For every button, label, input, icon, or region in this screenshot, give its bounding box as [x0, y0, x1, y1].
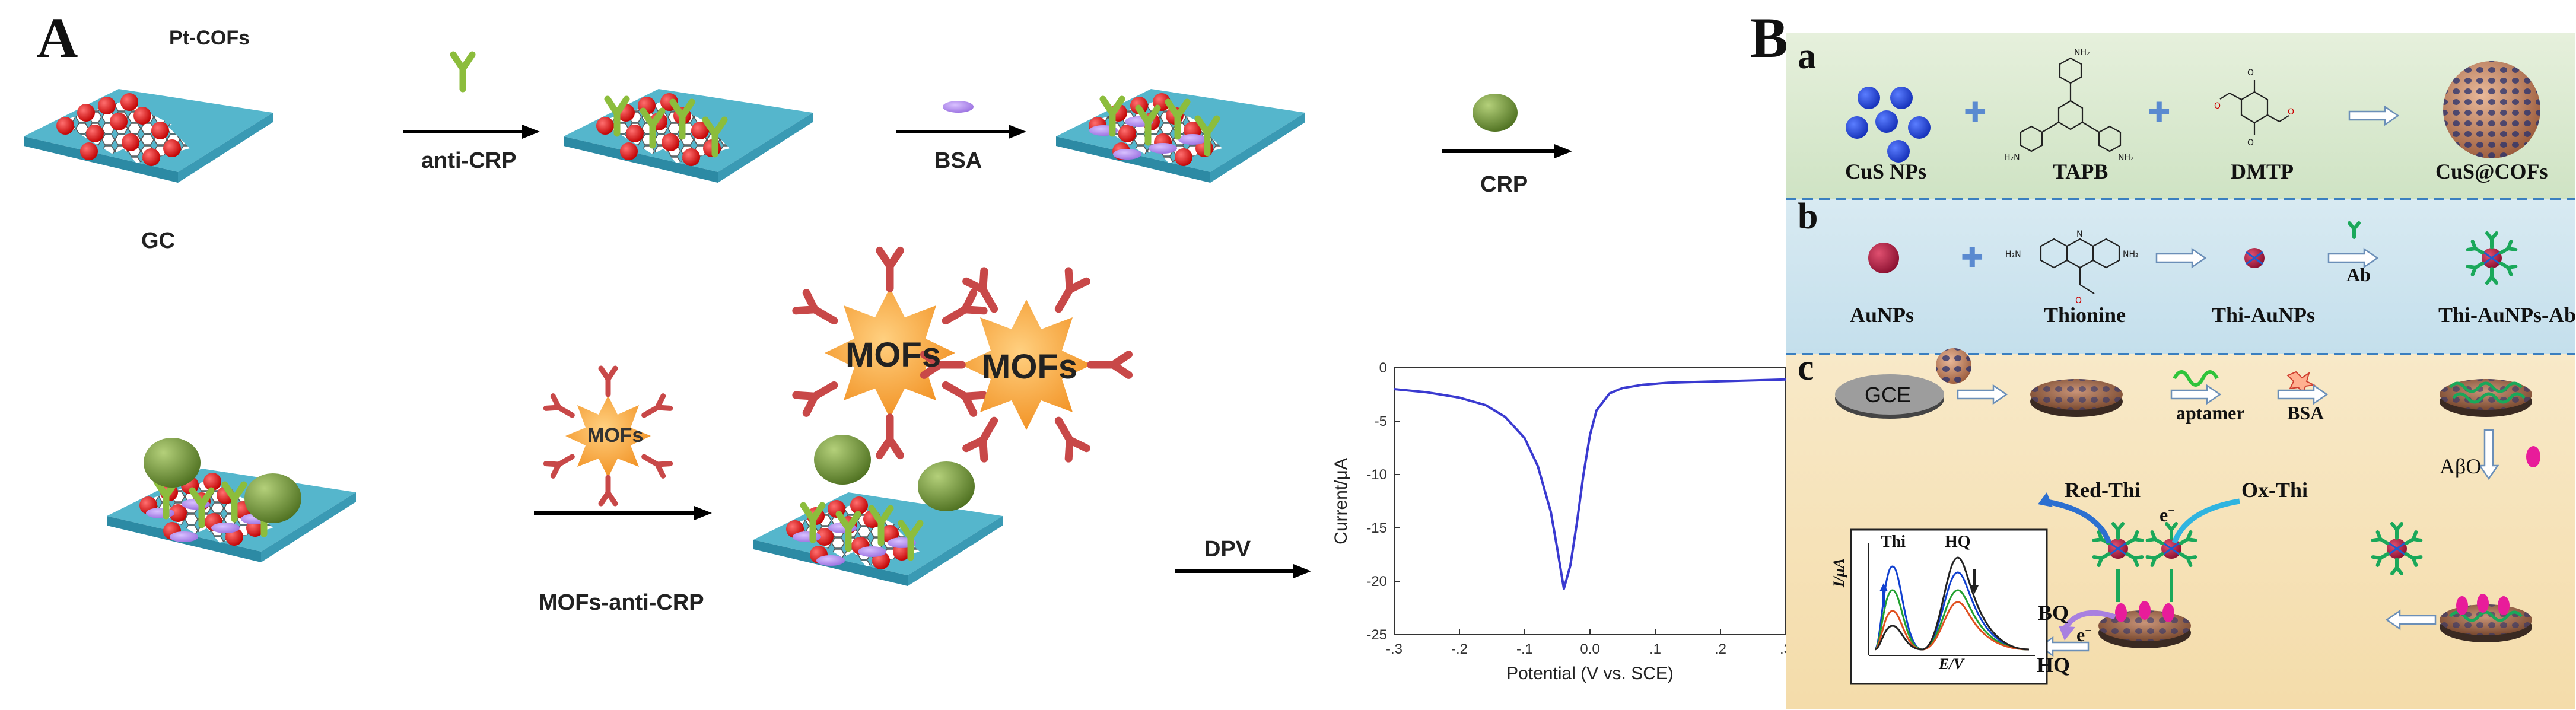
y-tick-label: -15 — [1366, 520, 1387, 536]
label-abo: AβO — [2440, 454, 2482, 478]
y-axis-label: Current/μA — [1331, 458, 1351, 545]
row-letter-b: b — [1798, 196, 1818, 237]
x-tick-label: .1 — [1649, 641, 1661, 657]
svg-text:O: O — [2247, 68, 2254, 78]
mof-large-text-2: MOFs — [982, 348, 1078, 386]
svg-text:O: O — [2247, 138, 2254, 148]
inset-ylabel: I/μA — [1830, 558, 1847, 587]
label-aptamer: aptamer — [2176, 402, 2245, 424]
label-hq: HQ — [2037, 653, 2071, 677]
label-gce: GCE — [1865, 383, 1912, 407]
arrow-label-anti-crp: anti-CRP — [421, 148, 517, 173]
label-ab: Ab — [2346, 264, 2371, 285]
label-e-minus-bottom: e− — [2076, 624, 2092, 645]
x-tick-label: 0.0 — [1580, 641, 1599, 657]
svg-text:H₂N: H₂N — [2004, 153, 2020, 163]
svg-text:O: O — [2288, 107, 2294, 117]
svg-text:✚: ✚ — [1961, 241, 1984, 273]
label-e-minus-top: e− — [2160, 504, 2175, 526]
panel-letter-a: A — [37, 6, 78, 69]
arrow-label-crp: CRP — [1480, 172, 1528, 197]
y-tick-label: 0 — [1379, 360, 1387, 376]
x-tick-label: -.1 — [1516, 641, 1533, 657]
series-line-0 — [1394, 378, 1786, 590]
electrode-label: GC — [141, 228, 175, 253]
label-ox-thi: Ox-Thi — [2241, 478, 2308, 502]
panel-letter-b: B — [1750, 6, 1789, 69]
svg-text:N: N — [2076, 230, 2082, 239]
y-tick-label: -10 — [1366, 467, 1387, 483]
inset-label-hq: HQ — [1945, 533, 1971, 551]
svg-text:O: O — [2075, 296, 2082, 305]
mof-reagent-text: MOFs — [587, 424, 644, 447]
svg-text:✚: ✚ — [2148, 96, 2171, 128]
arrow-label-mofs-anti-crp: MOFs-anti-CRP — [539, 590, 704, 615]
x-axis-label: Potential (V vs. SCE) — [1506, 664, 1674, 683]
arrow-label-dpv: DPV — [1204, 537, 1251, 562]
label-thi-aunps-ab: Thi-AuNPs-Ab — [2438, 303, 2576, 327]
row-letter-c: c — [1798, 348, 1814, 388]
inset-xlabel: E/V — [1939, 655, 1964, 673]
svg-text:✚: ✚ — [1964, 96, 1987, 128]
panel-b-schematic: ✚ NH₂ H₂N NH₂ ✚ O O O O — [1786, 33, 2575, 709]
label-aunps: AuNPs — [1850, 303, 1914, 327]
label-tapb: TAPB — [2053, 160, 2108, 183]
coating-label: Pt-COFs — [169, 27, 250, 49]
svg-text:O: O — [2214, 101, 2221, 111]
label-cus-nps: CuS NPs — [1845, 160, 1927, 183]
label-bq: BQ — [2038, 601, 2069, 625]
label-thionine: Thionine — [2044, 303, 2126, 327]
arrow-label-bsa: BSA — [934, 148, 982, 173]
mof-large-text-1: MOFs — [845, 336, 942, 374]
y-tick-label: -25 — [1366, 627, 1387, 643]
svg-text:NH₂: NH₂ — [2074, 48, 2090, 58]
y-tick-label: -20 — [1366, 574, 1387, 590]
label-bsa-b: BSA — [2287, 402, 2324, 424]
label-red-thi: Red-Thi — [2065, 478, 2141, 502]
label-thi-aunps: Thi-AuNPs — [2212, 303, 2316, 327]
dpv-chart: -.3-.2-.10.0.1.2.30-5-10-15-20-25Potenti… — [1331, 360, 1792, 683]
e-minus-text: e — [2160, 504, 2168, 526]
inset-label-thi: Thi — [1881, 533, 1906, 551]
row-letter-a: a — [1798, 36, 1816, 77]
plot-frame — [1394, 367, 1786, 635]
y-tick-label: -5 — [1375, 413, 1387, 429]
label-dmtp: DMTP — [2231, 160, 2294, 183]
svg-text:H₂N: H₂N — [2005, 250, 2021, 259]
x-tick-label: -.2 — [1451, 641, 1468, 657]
svg-text:NH₂: NH₂ — [2118, 153, 2134, 163]
label-cus-cofs: CuS@COFs — [2435, 160, 2548, 183]
panel-a-schematic — [24, 0, 1572, 586]
x-tick-label: -.3 — [1386, 641, 1403, 657]
x-tick-label: .2 — [1715, 641, 1726, 657]
svg-text:NH₂: NH₂ — [2123, 250, 2139, 259]
e-minus-text-2: e — [2076, 624, 2085, 645]
